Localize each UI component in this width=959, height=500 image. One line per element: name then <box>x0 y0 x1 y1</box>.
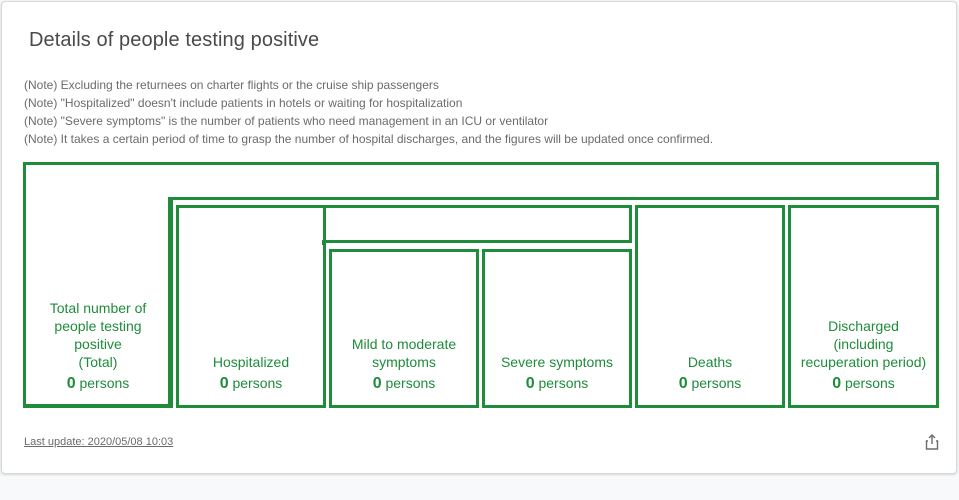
cell-unit: persons <box>691 375 742 391</box>
cell-number: 0 <box>66 375 76 392</box>
cell-label: Deaths <box>687 354 733 370</box>
note-item: (Note) "Hospitalized" doesn't include pa… <box>24 96 463 110</box>
cell-value: 0 persons <box>67 374 130 393</box>
share-icon[interactable] <box>924 434 940 450</box>
cell-number: 0 <box>832 375 842 392</box>
total-frame <box>23 162 939 200</box>
cell-number: 0 <box>525 375 535 392</box>
card-title: Details of people testing positive <box>29 29 320 51</box>
cell-unit: persons <box>79 375 130 391</box>
subtotal-frame <box>168 197 939 200</box>
note-item: (Note) It takes a certain period of time… <box>24 132 714 146</box>
cell-deaths: Deaths 0 persons <box>635 205 785 408</box>
cell-unit: persons <box>844 375 895 391</box>
notes-list: (Note) Excluding the returnees on charte… <box>24 76 713 148</box>
cell-value: 0 persons <box>373 374 436 393</box>
note-item: (Note) Excluding the returnees on charte… <box>24 78 439 92</box>
cell-value: 0 persons <box>832 374 895 393</box>
cell-unit: persons <box>385 375 436 391</box>
cell-severe: Severe symptoms 0 persons <box>482 249 632 408</box>
last-update-link[interactable]: Last update: 2020/05/08 10:03 <box>24 436 174 448</box>
hospitalized-group-frame <box>176 205 632 243</box>
cell-number: 0 <box>219 375 229 392</box>
cell-label: Hospitalized <box>212 354 290 370</box>
cell-label: Mild to moderate symptoms <box>351 336 457 370</box>
cell-total: Total number of people testing positive … <box>23 197 173 408</box>
cell-label: Discharged (including recuperation perio… <box>800 318 927 370</box>
positive-details-card: Details of people testing positive (Note… <box>1 1 957 474</box>
cell-label: Total number of people testing positive … <box>49 300 147 370</box>
cell-unit: persons <box>232 375 283 391</box>
note-item: (Note) "Severe symptoms" is the number o… <box>24 114 549 128</box>
cell-unit: persons <box>538 375 589 391</box>
cell-value: 0 persons <box>526 374 589 393</box>
cell-mild: Mild to moderate symptoms 0 persons <box>329 249 479 408</box>
cell-discharged: Discharged (including recuperation perio… <box>788 205 939 408</box>
cell-label: Severe symptoms <box>500 354 614 370</box>
cell-value: 0 persons <box>220 374 283 393</box>
page-background <box>0 476 959 500</box>
cell-number: 0 <box>678 375 688 392</box>
cell-value: 0 persons <box>679 374 742 393</box>
cell-number: 0 <box>372 375 382 392</box>
